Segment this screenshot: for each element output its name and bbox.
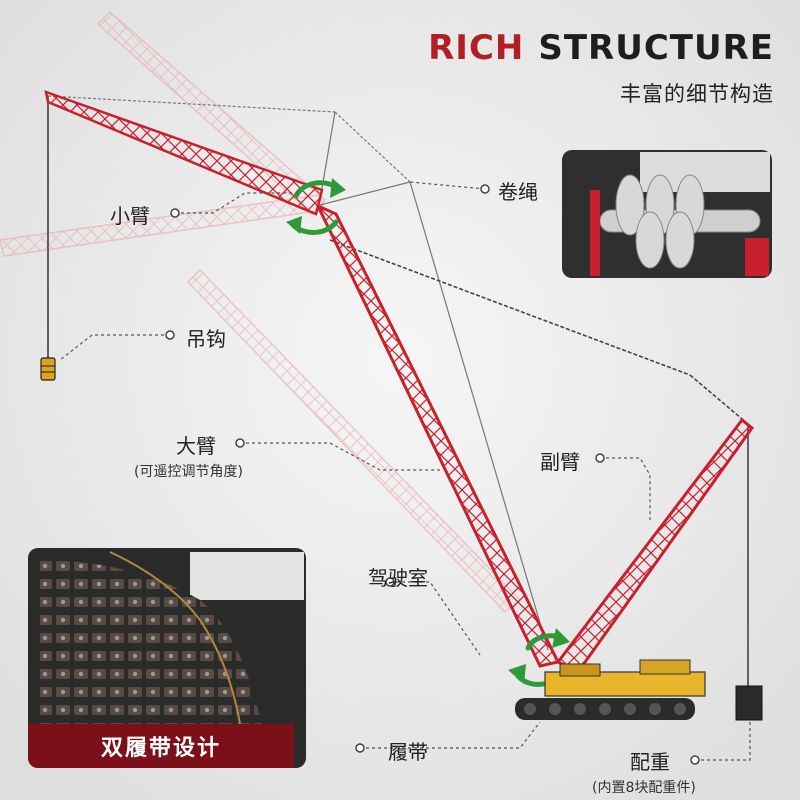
- label-counterweight: 配重: [630, 750, 670, 774]
- leader-lines: [59, 181, 751, 761]
- title-word-rich: RICH: [428, 28, 525, 68]
- leader-dots: [165, 184, 700, 765]
- label-small-arm: 小臂: [110, 204, 150, 228]
- small-arm: [44, 90, 324, 216]
- label-winch-rope: 卷绳: [498, 180, 538, 204]
- label-main-boom-note: (可遥控调节角度): [134, 464, 243, 480]
- label-hook: 吊钩: [186, 327, 226, 351]
- label-counterweight-note: (内置8块配重件): [592, 780, 696, 796]
- label-jib: 副臂: [540, 450, 580, 474]
- page-subtitle: 丰富的细节构造: [620, 82, 774, 106]
- rotation-arrow-icon: [508, 628, 570, 687]
- track-inset-image: [28, 548, 306, 769]
- track-inset-caption: 双履带设计: [28, 724, 294, 768]
- hook-icon: [40, 357, 56, 381]
- title-word-structure: STRUCTURE: [538, 28, 774, 68]
- label-main-boom: 大臂: [176, 434, 216, 458]
- label-track: 履带: [388, 740, 428, 764]
- ghost-booms: [0, 10, 522, 614]
- page-title: RICH STRUCTURE: [428, 28, 774, 68]
- label-cab: 驾驶室: [368, 566, 428, 590]
- winch-inset-image: [562, 150, 772, 278]
- rotation-arrow-icon: [286, 178, 346, 235]
- rigging-lines: [47, 95, 749, 690]
- crane-base: [515, 659, 763, 721]
